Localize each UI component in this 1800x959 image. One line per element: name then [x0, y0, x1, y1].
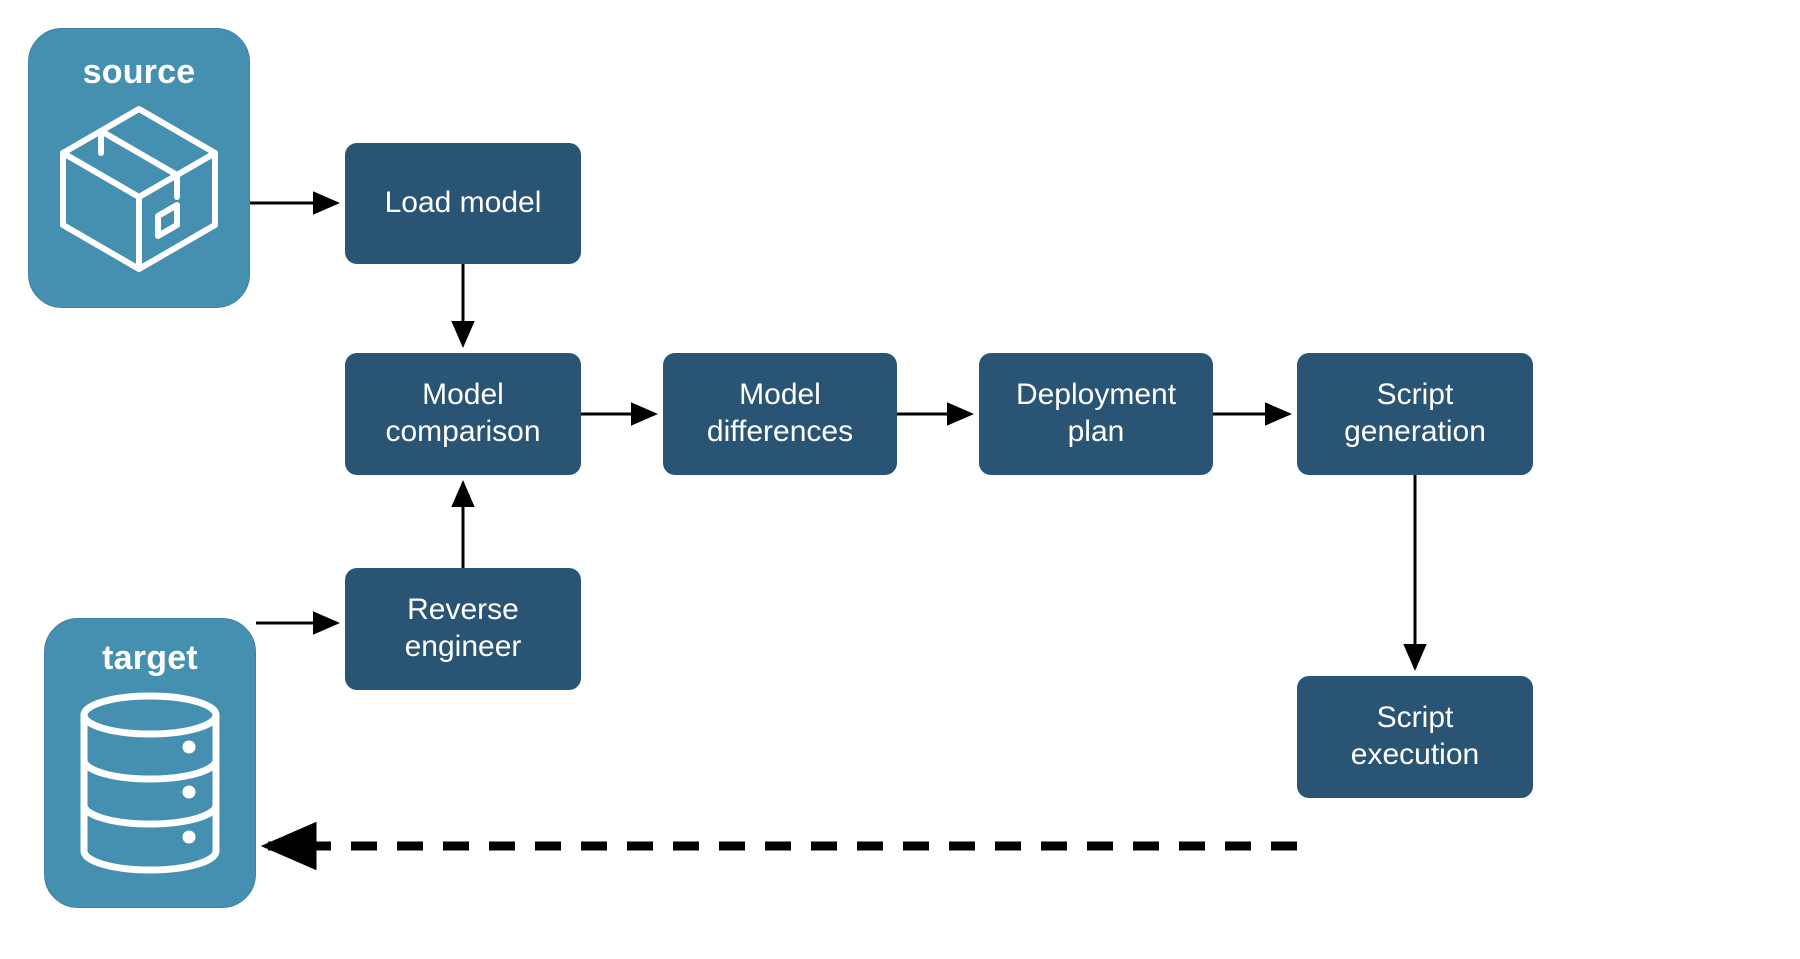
node-script-execution[interactable]: Script execution — [1297, 676, 1533, 798]
node-model-differences-label: Model differences — [706, 378, 854, 448]
node-reverse-engineer-label: Reverse engineer — [404, 593, 522, 663]
endpoint-target-label: target — [102, 639, 198, 677]
node-model-comparison-label: Model comparison — [385, 378, 541, 448]
node-script-generation[interactable]: Script generation — [1297, 353, 1533, 475]
package-box-icon — [54, 103, 224, 280]
node-script-execution-label: Script execution — [1350, 701, 1480, 771]
node-deployment-plan-label: Deployment plan — [1015, 378, 1177, 448]
node-model-comparison[interactable]: Model comparison — [345, 353, 581, 475]
node-deployment-plan[interactable]: Deployment plan — [979, 353, 1213, 475]
node-load-model-label: Load model — [384, 186, 542, 220]
endpoint-target[interactable]: target — [44, 618, 256, 908]
node-script-generation-label: Script generation — [1344, 378, 1486, 448]
endpoint-source-label: source — [82, 53, 196, 91]
node-model-differences[interactable]: Model differences — [663, 353, 897, 475]
node-reverse-engineer[interactable]: Reverse engineer — [345, 568, 581, 690]
endpoint-source[interactable]: source — [28, 28, 250, 308]
node-load-model[interactable]: Load model — [345, 143, 581, 264]
database-cylinder-icon — [76, 691, 224, 880]
